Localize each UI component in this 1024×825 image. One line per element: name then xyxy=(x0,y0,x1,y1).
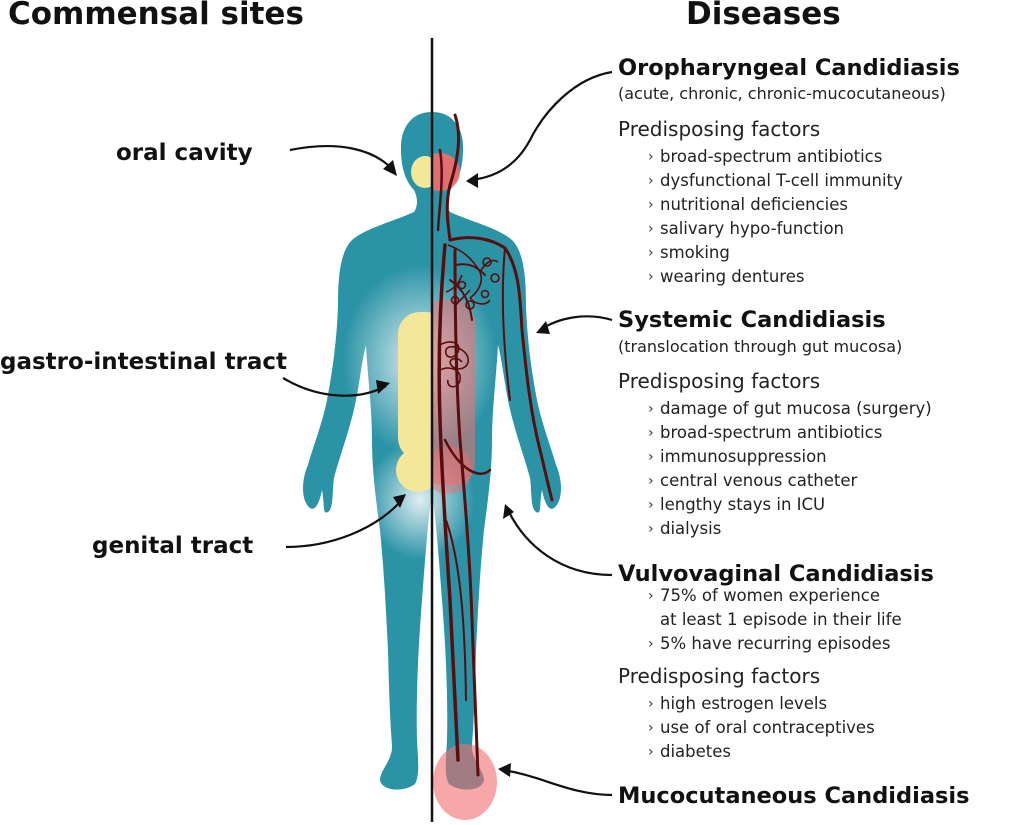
oral-infection-region xyxy=(432,153,460,191)
chevron-icon: › xyxy=(648,401,654,417)
title-vulvovaginal: Vulvovaginal Candidiasis xyxy=(618,561,934,587)
chevron-icon: › xyxy=(648,521,654,537)
factor-item: ›broad-spectrum antibiotics xyxy=(648,145,903,169)
factor-item: ›damage of gut mucosa (surgery) xyxy=(648,397,932,421)
chevron-icon: › xyxy=(648,173,654,189)
factor-item: ›use of oral contraceptives xyxy=(648,716,875,740)
chevron-icon: › xyxy=(648,473,654,489)
factor-item: ›lengthy stays in ICU xyxy=(648,493,932,517)
header-commensal-sites: Commensal sites xyxy=(8,0,304,32)
chevron-icon: › xyxy=(648,588,654,604)
chevron-icon: › xyxy=(648,425,654,441)
label-gi-tract: gastro-intestinal tract xyxy=(0,349,288,375)
arrow-gi-tract xyxy=(282,377,387,397)
title-oropharyngeal: Oropharyngeal Candidiasis xyxy=(618,55,960,81)
arrow-mucocutaneous xyxy=(501,768,613,797)
list-vulvovaginal-facts: ›75% of women experience at least 1 epis… xyxy=(648,584,902,656)
label-oral-cavity: oral cavity xyxy=(116,140,253,166)
factor-item: ›immunosuppression xyxy=(648,445,932,469)
subtitle-oropharyngeal: (acute, chronic, chronic-mucocutaneous) xyxy=(618,84,946,103)
chevron-icon: › xyxy=(648,149,654,165)
chevron-icon: › xyxy=(648,221,654,237)
heading-vulvovaginal-factors: Predisposing factors xyxy=(618,664,821,688)
factor-item: ›nutritional deficiencies xyxy=(648,193,903,217)
title-mucocutaneous: Mucocutaneous Candidiasis xyxy=(618,783,970,809)
factor-item: ›diabetes xyxy=(648,740,875,764)
arrow-oropharyngeal xyxy=(469,70,613,182)
factor-item: ›smoking xyxy=(648,241,903,265)
factor-item: ›salivary hypo-function xyxy=(648,217,903,241)
factor-item: ›central venous catheter xyxy=(648,469,932,493)
arrow-genital-tract xyxy=(285,499,403,549)
gi-tract-region xyxy=(398,312,432,460)
factor-item: ›dialysis xyxy=(648,517,932,541)
arrows xyxy=(282,70,613,797)
fact-item: ›5% have recurring episodes xyxy=(648,632,902,656)
factor-item: ›dysfunctional T-cell immunity xyxy=(648,169,903,193)
oral-cavity-region xyxy=(411,156,432,188)
list-vulvovaginal-factors: ›high estrogen levels›use of oral contra… xyxy=(648,692,875,764)
chevron-icon: › xyxy=(648,636,654,652)
chevron-icon: › xyxy=(648,197,654,213)
chevron-icon: › xyxy=(648,720,654,736)
list-oropharyngeal-factors: ›broad-spectrum antibiotics›dysfunctiona… xyxy=(648,145,903,289)
chevron-icon: › xyxy=(648,269,654,285)
factor-item: ›broad-spectrum antibiotics xyxy=(648,421,932,445)
fact-item-continued: at least 1 episode in their life xyxy=(660,610,902,629)
arrow-oral-cavity xyxy=(289,144,394,171)
chevron-icon: › xyxy=(648,744,654,760)
arrow-vulvovaginal xyxy=(507,509,613,577)
gut-infection-region xyxy=(432,300,475,485)
title-systemic: Systemic Candidiasis xyxy=(618,307,886,333)
chevron-icon: › xyxy=(648,497,654,513)
fact-item: ›75% of women experience xyxy=(648,584,902,608)
factor-item: ›high estrogen levels xyxy=(648,692,875,716)
heading-systemic-factors: Predisposing factors xyxy=(618,369,821,393)
factor-item: ›wearing dentures xyxy=(648,265,903,289)
chevron-icon: › xyxy=(648,245,654,261)
label-genital-tract: genital tract xyxy=(92,533,254,559)
chevron-icon: › xyxy=(648,449,654,465)
genital-region xyxy=(396,448,432,492)
heading-oropharyngeal-factors: Predisposing factors xyxy=(618,117,821,141)
arrowheads xyxy=(376,160,550,777)
arrow-systemic xyxy=(539,315,613,331)
subtitle-systemic: (translocation through gut mucosa) xyxy=(618,337,903,356)
list-systemic-factors: ›damage of gut mucosa (surgery)›broad-sp… xyxy=(648,397,932,541)
header-diseases: Diseases xyxy=(686,0,841,32)
chevron-icon: › xyxy=(648,696,654,712)
vessel-tree xyxy=(439,244,500,388)
foot-infection-region xyxy=(433,744,497,820)
